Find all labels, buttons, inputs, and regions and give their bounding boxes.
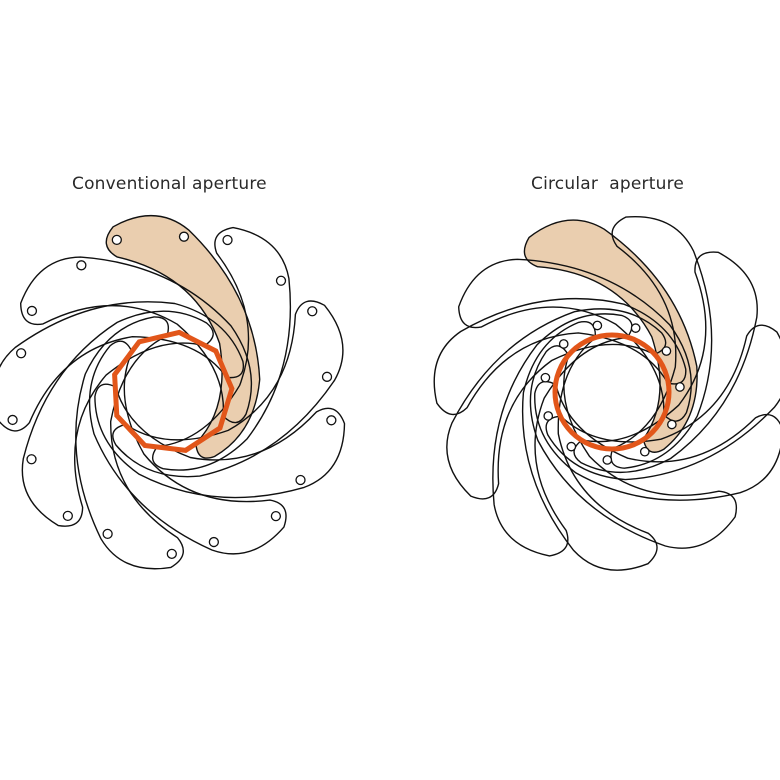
pivot-ring xyxy=(26,454,37,465)
pivot-ring xyxy=(76,260,87,271)
pivot-ring xyxy=(295,474,306,486)
aperture-blade xyxy=(573,251,758,473)
aperture-blade xyxy=(433,297,687,416)
aperture-blade xyxy=(112,300,344,478)
highlighted-blade xyxy=(523,219,698,453)
pivot-ring xyxy=(166,548,177,559)
circular-aperture-title: Circular aperture xyxy=(531,174,685,194)
pivot-ring xyxy=(270,510,282,522)
blade-set xyxy=(433,215,780,571)
aperture-blade xyxy=(610,215,713,469)
pivot-ring xyxy=(326,415,337,426)
pivot-ring xyxy=(558,339,569,349)
pivot-ring xyxy=(661,346,672,356)
circular-aperture-diagram xyxy=(433,215,780,571)
conventional-aperture-title: Conventional aperture xyxy=(72,174,267,194)
pivot-ring xyxy=(62,510,73,522)
aperture-blade xyxy=(446,308,667,500)
aperture-blade xyxy=(529,345,738,549)
aperture-blade xyxy=(75,316,184,570)
pivot-ring xyxy=(26,305,38,317)
pivot-ring xyxy=(667,419,677,430)
pivot-ring xyxy=(15,348,27,359)
aperture-blade xyxy=(492,313,633,557)
conventional-aperture-diagram xyxy=(0,214,346,570)
pivot-ring xyxy=(208,536,220,548)
pivot-ring xyxy=(321,371,333,382)
circular-opening xyxy=(552,332,672,452)
pivot-ring xyxy=(675,382,685,392)
aperture-blade xyxy=(20,256,253,424)
aperture-blade xyxy=(94,383,346,499)
pivot-ring xyxy=(602,455,613,465)
pivot-ring xyxy=(540,372,551,383)
pivot-ring xyxy=(639,446,650,457)
highlighted-blade xyxy=(105,214,261,459)
aperture-blade xyxy=(88,340,287,555)
aperture-blade xyxy=(534,380,780,501)
pivot-ring xyxy=(102,528,113,539)
pivot-ring xyxy=(222,234,233,246)
pivot-ring xyxy=(307,306,318,317)
aperture-blade xyxy=(21,310,214,527)
pivot-ring xyxy=(566,441,577,452)
aperture-blade xyxy=(458,258,692,422)
pivot-ring xyxy=(543,411,554,421)
aperture-blade xyxy=(545,324,780,481)
nonagon-opening xyxy=(112,329,235,453)
pivot-ring xyxy=(111,234,122,246)
pivot-ring xyxy=(630,323,641,333)
pivot-ring xyxy=(275,275,287,286)
pivot-ring xyxy=(178,231,190,242)
pivot-ring xyxy=(592,320,603,331)
aperture-blade xyxy=(151,226,292,471)
aperture-blade xyxy=(521,321,658,571)
aperture-blade xyxy=(0,301,245,432)
pivot-ring xyxy=(7,414,18,426)
blade-set xyxy=(0,214,346,570)
